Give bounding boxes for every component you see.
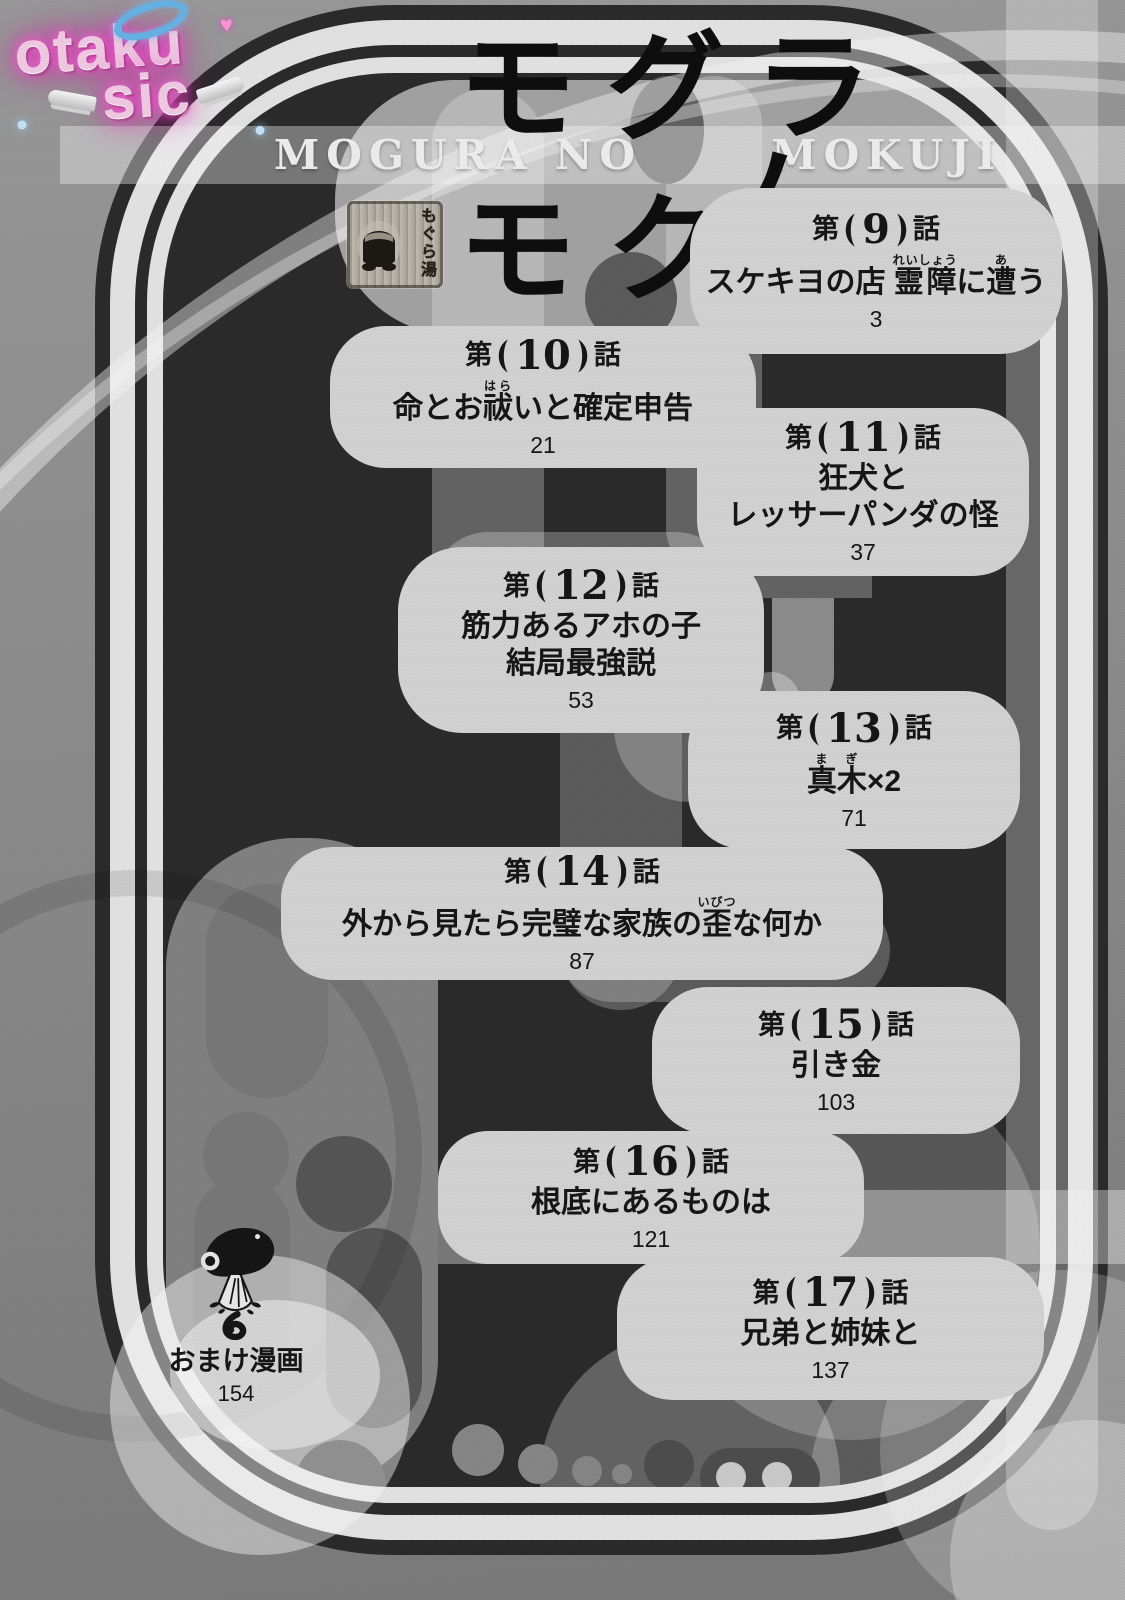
chapter-number: 第 13 話 [776,704,932,752]
bracket-left-icon [606,1145,616,1179]
chapter-title: 命とお祓はらいと確定申告 [393,378,693,425]
chapter-page: 21 [530,431,556,458]
chapter-page: 53 [568,687,594,713]
chapter-title: 筋力あるアホの子結局最強説 [461,610,701,680]
chapter-prefix: 第 [573,1146,601,1177]
chapter-number: 第 10 話 [465,331,621,379]
bracket-left-icon [498,339,508,372]
chapter-prefix: 第 [776,713,804,743]
bracket-left-icon [809,712,819,745]
chapter-number-value: 11 [835,414,891,461]
title-romaji-right: MOKUJI [771,131,1003,179]
stamp-label: もぐら湯 [418,207,435,279]
chapter-suffix: 話 [912,214,940,244]
chapter-suffix: 話 [631,570,659,601]
chapter-entry-15: 第 15 話 引き金 103 [652,987,1020,1134]
chapter-entry-10: 第 10 話 命とお祓はらいと確定申告 21 [330,326,756,468]
bracket-left-icon [536,569,546,603]
title-romaji-left: MOGURA NO [273,131,643,179]
chapter-title: スケキヨの店 霊障れいしょうに遭あう [705,252,1047,299]
chapter-prefix: 第 [785,422,813,453]
bracket-right-icon [686,1145,696,1179]
bracket-left-icon [818,421,828,455]
chapter-entry-9: 第 9 話 スケキヨの店 霊障れいしょうに遭あう 3 [690,188,1062,354]
chapter-number: 第 12 話 [503,566,659,606]
bracket-left-icon [786,1276,796,1310]
chapter-number-value: 9 [862,205,890,253]
chapter-entry-11: 第 11 話 狂犬とレッサーパンダの怪 37 [697,408,1029,576]
chapter-number-value: 15 [808,1001,864,1048]
bonus-label: おまけ漫画 [168,1346,304,1376]
chapter-number: 第 14 話 [504,852,660,892]
chapter-prefix: 第 [503,570,531,601]
bracket-right-icon [898,421,908,455]
wing-left-icon [47,88,97,112]
bonus-entry: おまけ漫画 154 [126,1218,346,1407]
chapter-number: 第 11 話 [785,418,941,458]
bracket-right-icon [865,1276,875,1310]
mogura-yu-stamp: もぐら湯 [347,201,443,288]
wing-right-icon [195,75,247,105]
bonus-page: 154 [217,1381,255,1406]
chapter-suffix: 話 [886,1009,914,1040]
chapter-title: 真ま木ぎ×2 [806,751,902,798]
bracket-right-icon [578,339,588,372]
chapter-title: 外から見たら完璧な家族の歪いびつな何か [341,895,822,941]
chapter-suffix: 話 [632,856,660,887]
chapter-prefix: 第 [752,1277,780,1308]
chapter-prefix: 第 [465,340,493,370]
chapter-entry-17: 第 17 話 兄弟と姉妹と 137 [617,1257,1044,1400]
chapter-entry-16: 第 16 話 根底にあるものは 121 [438,1131,864,1264]
chapter-number-value: 10 [515,331,571,379]
chapter-title: 兄弟と姉妹と [740,1317,921,1350]
chapter-number-value: 17 [802,1269,859,1316]
chapter-title: 根底にあるものは [531,1186,771,1219]
logo-text-sic: sic [99,58,194,132]
chapter-title: 狂犬とレッサーパンダの怪 [727,462,999,532]
chapter-number: 第 17 話 [753,1273,909,1313]
chapter-suffix: 話 [593,340,621,370]
chapter-entry-13: 第 13 話 真ま木ぎ×2 71 [688,691,1020,849]
chapter-suffix: 話 [904,713,932,743]
chapter-number-value: 16 [623,1138,679,1185]
bracket-left-icon [791,1008,801,1042]
bracket-right-icon [897,213,907,246]
chapter-suffix: 話 [881,1277,909,1308]
otakusic-logo: ♥ otaku sic [12,0,270,136]
chapter-title: 引き金 [791,1049,881,1082]
mole-illustration [200,1227,275,1341]
chapter-number: 第 9 話 [812,205,940,253]
title-kana-top: モグラ [457,23,902,155]
chapter-suffix: 話 [913,422,941,453]
bracket-left-icon [845,213,855,246]
heart-icon: ♥ [219,11,234,38]
chapter-prefix: 第 [504,856,532,887]
chapter-entry-14: 第 14 話 外から見たら完璧な家族の歪いびつな何か 87 [281,847,883,980]
chapter-number-value: 13 [826,704,882,752]
bracket-right-icon [889,712,899,745]
sparkle-icon [17,120,27,130]
chapter-number: 第 15 話 [758,1005,914,1045]
chapter-suffix: 話 [701,1146,729,1177]
bracket-right-icon [617,855,627,889]
deco-blob [170,1300,380,1450]
chapter-number: 第 16 話 [573,1142,729,1182]
chapter-page: 87 [569,948,595,974]
chapter-prefix: 第 [812,214,840,244]
chapter-page: 37 [850,539,876,565]
chapter-number-value: 12 [553,562,609,609]
chapter-page: 71 [841,804,867,831]
bracket-right-icon [616,569,626,603]
stamp-mole-icon [357,221,401,271]
chapter-prefix: 第 [758,1009,786,1040]
chapter-page: 103 [816,1089,856,1115]
chapter-number-value: 14 [554,848,610,895]
chapter-page: 121 [631,1226,671,1252]
bracket-left-icon [537,855,547,889]
bracket-right-icon [871,1008,881,1042]
chapter-page: 137 [811,1357,850,1383]
chapter-entry-12: 第 12 話 筋力あるアホの子結局最強説 53 [398,547,764,733]
chapter-page: 3 [869,305,883,332]
